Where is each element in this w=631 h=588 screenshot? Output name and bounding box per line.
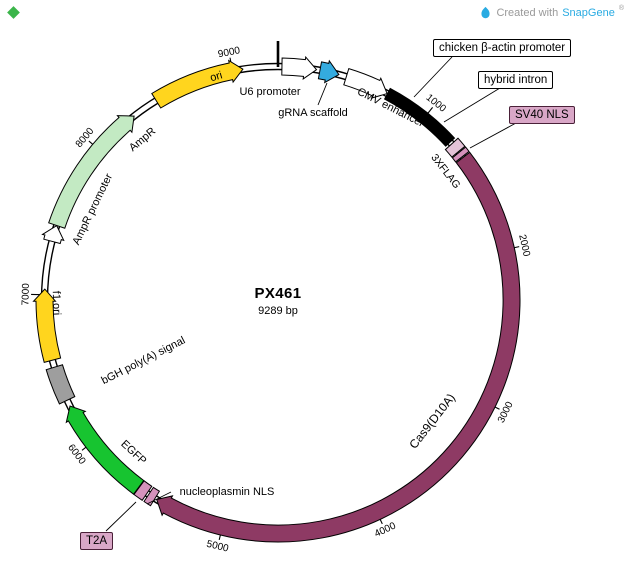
feature-callout-chicken-actin-promoter[interactable]: chicken β-actin promoter [433, 39, 572, 57]
tick-label-5000: 5000 [205, 539, 230, 555]
tick-label-7000: 7000 [20, 283, 32, 306]
plasmid-name: PX461 [254, 285, 302, 302]
feature-callout-sv40-nls[interactable]: SV40 NLS [509, 106, 575, 124]
tick-label-3000: 3000 [496, 400, 516, 425]
feature-callout-hybrid-intron[interactable]: hybrid intron [478, 71, 554, 89]
feature-egfp[interactable] [65, 405, 145, 495]
feature-hybrid-intron[interactable] [419, 112, 456, 147]
feature-bgh-poly-a-signal[interactable] [45, 364, 76, 405]
feature-label-ori[interactable]: ori [209, 69, 224, 84]
feature-label-u6-promoter[interactable]: U6 promoter [239, 86, 300, 98]
callout-line-hybrid-intron [443, 87, 501, 123]
tick-label-9000: 9000 [217, 45, 241, 60]
callout-line-nucleoplasmin-nls [146, 491, 172, 505]
callout-line-t2a [105, 501, 137, 532]
watermark-text: Created with [496, 6, 559, 19]
feature-sv40-nls[interactable] [451, 146, 470, 163]
feature-label-bgh-poly-a-signal[interactable]: bGH poly(A) signal [100, 334, 188, 387]
feature-label-cas9-d10a[interactable]: Cas9(D10A) [406, 391, 458, 452]
snapgene-watermark: Created with SnapGene® [479, 5, 624, 20]
feature-u6-promoter[interactable] [281, 55, 318, 80]
feature-grna-scaffold[interactable] [317, 59, 340, 84]
feature-ampr[interactable] [48, 115, 135, 229]
feature-cmv-enhancer[interactable] [343, 67, 388, 99]
feature-label-nucleoplasmin-nls[interactable]: nucleoplasmin NLS [180, 486, 275, 498]
watermark-brand: SnapGene [562, 6, 615, 19]
feature-nucleoplasmin-nls[interactable] [143, 486, 161, 507]
feature-f1-ori[interactable] [32, 288, 62, 364]
tick-label-4000: 4000 [373, 520, 398, 540]
tick-label-2000: 2000 [516, 233, 532, 258]
feature-label-f1-ori[interactable]: f1 ori [50, 291, 63, 316]
plasmid-title-block: PX461 9289 bp [254, 285, 301, 317]
feature-cas9-d10a[interactable] [156, 151, 521, 543]
callout-line-sv40-nls [469, 122, 517, 149]
registered-symbol: ® [618, 5, 624, 12]
callout-line-grna-scaffold [317, 82, 328, 106]
plasmid-size: 9289 bp [258, 305, 298, 317]
feature-ori[interactable] [151, 59, 244, 109]
snapgene-logo-icon [481, 6, 491, 19]
feature-3xflag[interactable] [444, 137, 466, 158]
callout-line-chicken-actin-promoter [413, 56, 453, 98]
tick-label-1000: 1000 [424, 92, 449, 115]
feature-label-grna-scaffold[interactable]: gRNA scaffold [278, 107, 348, 119]
feature-ampr-promoter[interactable] [41, 224, 65, 245]
feature-callout-t2a[interactable]: T2A [80, 532, 114, 550]
